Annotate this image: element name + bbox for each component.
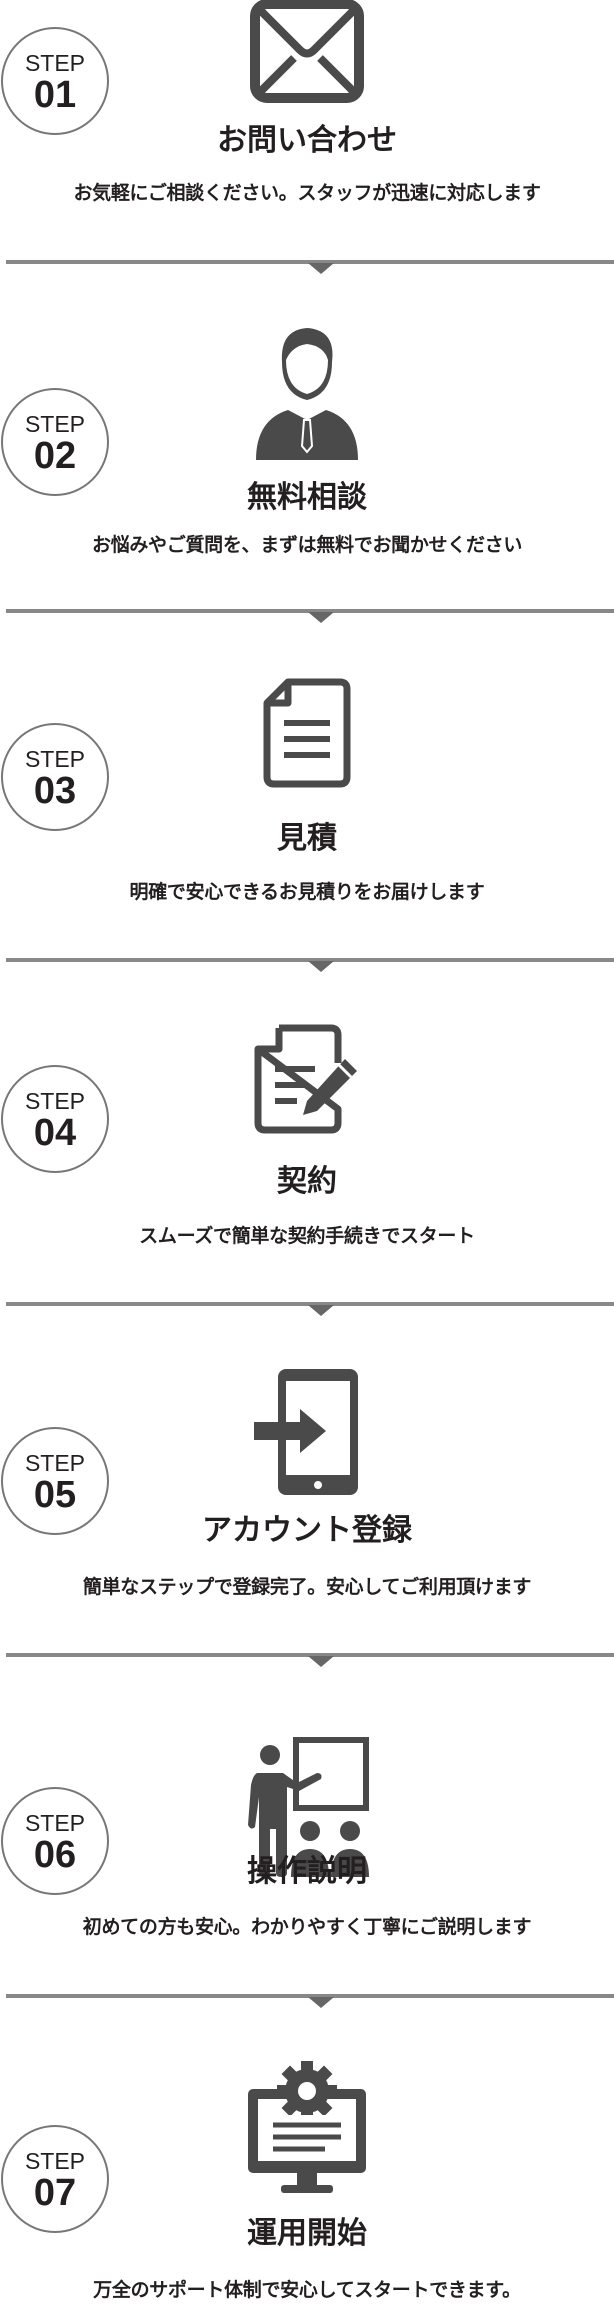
step-label: STEP: [24, 1450, 86, 1476]
monitor-gear-icon: [248, 2061, 366, 2193]
step-badge: STEP 07: [1, 2125, 109, 2233]
step-badge: STEP 02: [1, 388, 109, 496]
step-label: STEP: [24, 411, 86, 437]
step-divider: [6, 958, 614, 972]
step-description: お気軽にご相談ください。スタッフが迅速に対応します: [73, 182, 541, 204]
step-title: お問い合わせ: [217, 123, 397, 158]
step-title: アカウント登録: [202, 1513, 412, 1548]
step-title: 運用開始: [247, 2216, 367, 2251]
step-label: STEP: [24, 746, 86, 772]
step-divider: [6, 609, 614, 623]
step-label: STEP: [24, 1088, 86, 1114]
step-divider: [6, 1653, 614, 1667]
step-description: 万全のサポート体制で安心してスタートできます。: [93, 2279, 521, 2301]
step-number: 04: [33, 1112, 77, 1154]
step-number: 03: [33, 770, 77, 812]
step-title: 操作説明: [247, 1854, 367, 1889]
step-title: 契約: [277, 1164, 337, 1199]
step-label: STEP: [24, 2148, 86, 2174]
step-number: 06: [33, 1834, 77, 1876]
step-label: STEP: [24, 1810, 86, 1836]
step-description: スムーズで簡単な契約手続きでスタート: [139, 1225, 475, 1247]
step-number: 02: [33, 435, 77, 477]
presentation-icon: [248, 1737, 369, 1877]
step-description: 簡単なステップで登録完了。安心してご利用頂けます: [82, 1576, 532, 1598]
step-description: 明確で安心できるお見積りをお届けします: [129, 881, 485, 903]
step-label: STEP: [24, 50, 86, 76]
step-badge: STEP 01: [1, 27, 109, 135]
step-description: 初めての方も安心。わかりやすく丁寧にご説明します: [82, 1916, 532, 1938]
step-divider: [6, 1994, 614, 2008]
step-divider: [6, 260, 614, 274]
step-number: 07: [33, 2172, 77, 2214]
document-icon: [263, 678, 351, 788]
step-title: 無料相談: [247, 480, 367, 515]
step-badge: STEP 03: [1, 723, 109, 831]
envelope-icon: [250, 0, 364, 103]
step-number: 01: [33, 74, 77, 116]
tablet-login-icon: [254, 1369, 358, 1495]
step-badge: STEP 05: [1, 1427, 109, 1535]
step-badge: STEP 06: [1, 1787, 109, 1895]
contract-pen-icon: [254, 1024, 357, 1134]
step-number: 05: [33, 1474, 77, 1516]
step-badge: STEP 04: [1, 1065, 109, 1173]
step-divider: [6, 1302, 614, 1316]
step-description: お悩みやご質問を、まずは無料でお聞かせください: [91, 534, 523, 556]
step-title: 見積: [277, 821, 337, 856]
person-icon: [256, 328, 358, 460]
